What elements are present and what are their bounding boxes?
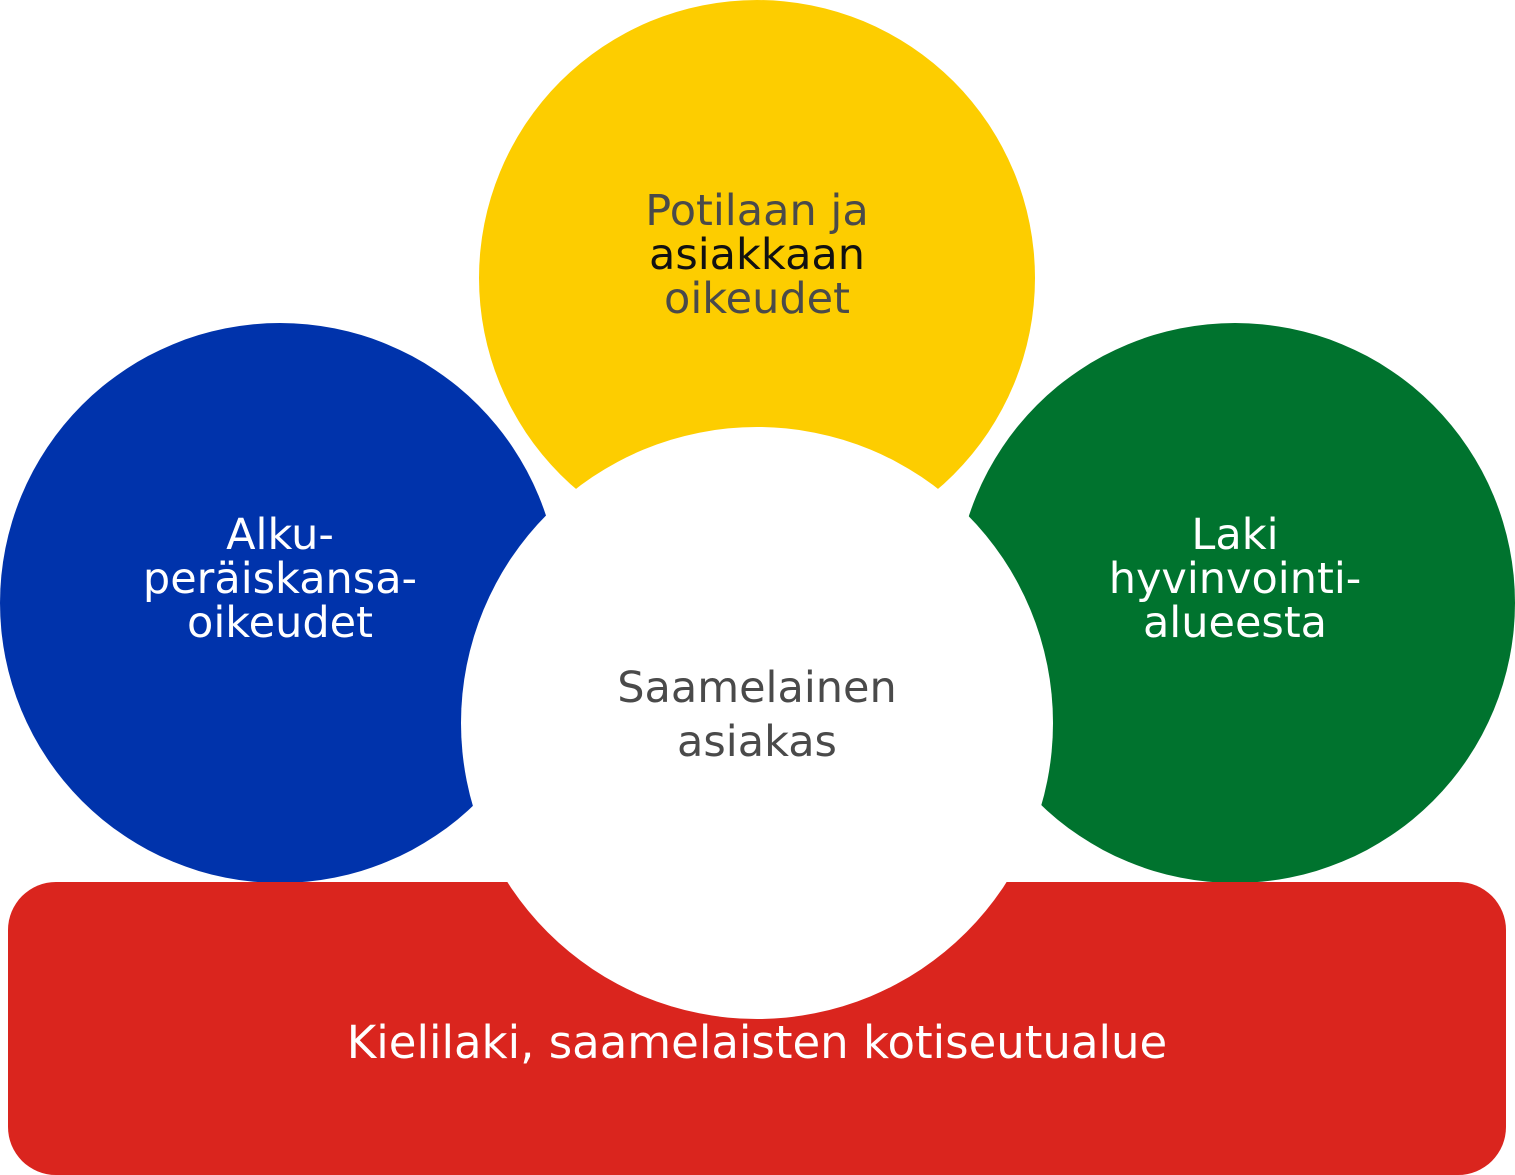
left-label-line-2: peräiskansa-: [142, 553, 418, 604]
top-circle-label: Potilaan ja asiakkaan oikeudet: [557, 186, 957, 324]
yellow-circle: [479, 0, 1035, 556]
left-label-line-3: oikeudet: [187, 597, 373, 648]
left-circle-label: Alku- peräiskansa- oikeudet: [80, 510, 480, 648]
green-circle: [955, 323, 1515, 883]
top-label-line-1: Potilaan ja: [645, 186, 869, 236]
top-label-line-2: asiakkaan: [648, 229, 866, 280]
center-white-circle: [473, 439, 1041, 1007]
right-label-line-2: hyvinvointi-: [1108, 553, 1362, 604]
blue-circle: [0, 323, 560, 883]
right-label-line-1: Laki: [1191, 510, 1279, 560]
right-label-line-3: alueesta: [1142, 597, 1328, 648]
red-base-bar: [8, 882, 1506, 1175]
top-label-line-3: oikeudet: [664, 273, 850, 324]
center-label-line-2: asiakas: [677, 716, 837, 767]
right-circle-label: Laki hyvinvointi- alueesta: [1035, 510, 1435, 648]
left-label-line-1: Alku-: [226, 510, 334, 560]
center-label-line-1: Saamelainen: [617, 663, 897, 713]
bottom-bar-label: Kielilaki, saamelaisten kotiseutualue: [346, 1016, 1168, 1069]
center-circle-label: Saamelainen asiakas: [557, 662, 957, 770]
